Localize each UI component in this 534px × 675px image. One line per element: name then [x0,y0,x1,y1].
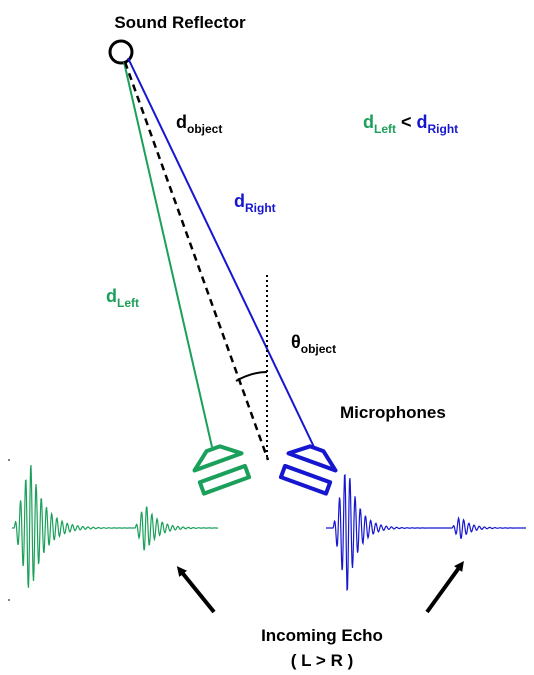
object-path-line [123,61,270,461]
distance-comparison: dLeft<dRight [363,112,458,136]
microphones-label: Microphones [340,403,446,422]
reflector-circle-icon [108,39,134,65]
left-path-line [123,61,213,448]
d-left-label: dLeft [106,286,139,310]
sound-reflector-title: Sound Reflector [114,13,246,32]
angle-arc [235,371,268,382]
mic-left-speaker-icon [192,444,252,496]
incoming-echo-label: Incoming Echo [261,626,383,645]
theta-object-label: θobject [291,332,336,356]
left-arrow-icon [176,566,216,614]
d-right-label: dRight [234,191,276,215]
echo-relation-label: ( L > R ) [291,651,354,670]
left-echo-waveform [12,465,218,588]
right-arrow-icon [425,560,464,614]
mic-right-speaker-icon [278,444,338,496]
right-echo-waveform [326,474,526,592]
right-path-line [127,57,315,448]
d-object-label: dobject [176,112,222,136]
